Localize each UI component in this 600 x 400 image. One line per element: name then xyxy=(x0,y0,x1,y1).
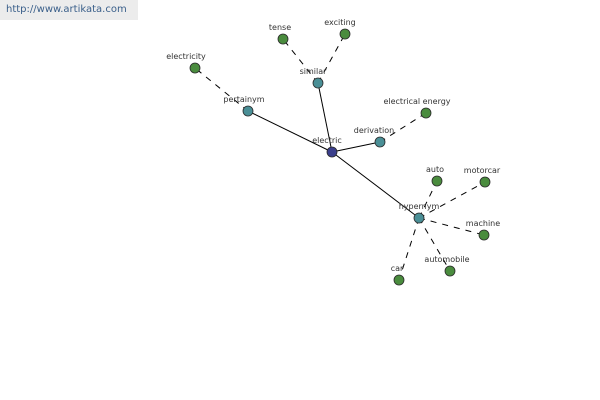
edge-electric-similar xyxy=(317,82,333,153)
node-automobile[interactable] xyxy=(444,265,456,277)
edge-derivation-electrical-energy xyxy=(379,112,427,143)
node-label-exciting[interactable]: exciting xyxy=(324,18,356,27)
edge-similar-exciting xyxy=(317,33,346,84)
node-derivation[interactable] xyxy=(374,136,386,148)
node-electrical-energy[interactable] xyxy=(420,107,432,119)
node-label-electric[interactable]: electric xyxy=(312,136,342,145)
node-tense[interactable] xyxy=(277,33,289,45)
edge-hypernym-auto xyxy=(418,180,438,219)
node-electric[interactable] xyxy=(326,146,338,158)
node-label-tense[interactable]: tense xyxy=(269,23,291,32)
node-label-electrical-energy[interactable]: electrical energy xyxy=(383,97,450,106)
labels-layer: electric similar pertainym derivation hypern… xyxy=(166,18,501,273)
site-url-banner[interactable]: http://www.artikata.com xyxy=(0,0,138,20)
node-label-similar[interactable]: similar xyxy=(300,67,328,76)
node-label-hypernym[interactable]: hypernym xyxy=(399,202,440,211)
node-hypernym[interactable] xyxy=(413,212,425,224)
edge-hypernym-motorcar xyxy=(418,181,486,219)
edge-electric-pertainym xyxy=(247,110,333,153)
node-label-electricity[interactable]: electricity xyxy=(166,52,206,61)
edge-pertainym-electricity xyxy=(194,67,249,112)
node-label-pertainym[interactable]: pertainym xyxy=(223,95,264,104)
node-label-auto[interactable]: auto xyxy=(426,165,444,174)
node-label-machine[interactable]: machine xyxy=(466,219,500,228)
edge-hypernym-automobile xyxy=(418,217,451,272)
nodes-layer xyxy=(189,28,491,286)
node-electricity[interactable] xyxy=(189,62,201,74)
node-motorcar[interactable] xyxy=(479,176,491,188)
node-label-car[interactable]: car xyxy=(391,264,404,273)
node-label-automobile[interactable]: automobile xyxy=(424,255,469,264)
node-exciting[interactable] xyxy=(339,28,351,40)
edge-electric-derivation xyxy=(331,141,381,153)
node-label-motorcar[interactable]: motorcar xyxy=(464,166,501,175)
node-similar[interactable] xyxy=(312,77,324,89)
edge-similar-tense xyxy=(282,38,319,84)
node-car[interactable] xyxy=(393,274,405,286)
node-pertainym[interactable] xyxy=(242,105,254,117)
node-machine[interactable] xyxy=(478,229,490,241)
node-auto[interactable] xyxy=(431,175,443,187)
edge-electric-hypernym xyxy=(331,151,420,219)
node-label-derivation[interactable]: derivation xyxy=(354,126,394,135)
edges-layer xyxy=(194,33,486,281)
